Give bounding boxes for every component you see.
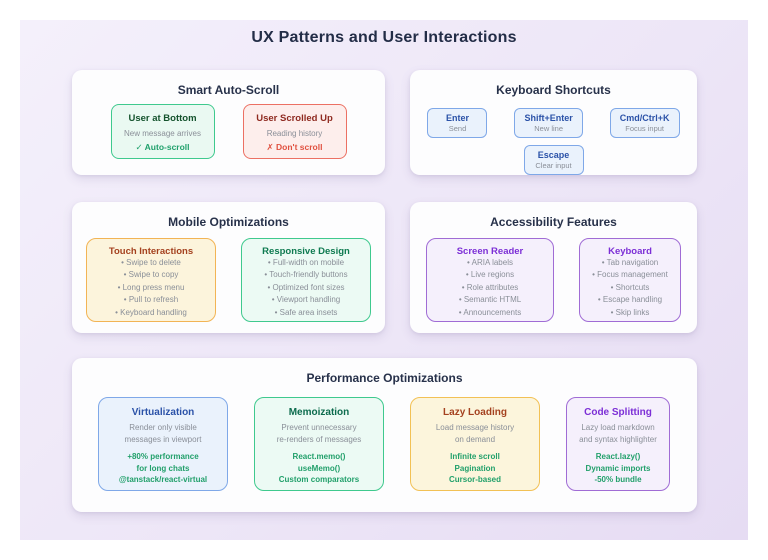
state-card-user-scrolled-up: User Scrolled Up Reading history ✗ Don't… <box>242 104 347 159</box>
card-lazy-loading: Lazy Loading Load message history on dem… <box>410 397 540 491</box>
list-item: • Announcements <box>458 307 522 317</box>
list-item: • Pull to refresh <box>123 295 179 305</box>
state-card-user-at-bottom: User at Bottom New message arrives ✓ Aut… <box>110 104 215 159</box>
mobile-cards: Touch Interactions • Swipe to delete • S… <box>72 238 385 322</box>
list-item: • Swipe to copy <box>123 270 179 280</box>
card-description: and syntax highlighter <box>579 434 657 444</box>
card-keyboard-accessibility: Keyboard • Tab navigation • Focus manage… <box>579 238 681 322</box>
list-item: • Optimized font sizes <box>267 282 345 292</box>
panel-keyboard-shortcuts: Keyboard Shortcuts Enter Send Shift+Ente… <box>410 70 697 175</box>
panel-title-smart-autoscroll: Smart Auto-Scroll <box>177 83 280 97</box>
list-item: • Escape handling <box>597 295 663 305</box>
panel-accessibility-features: Accessibility Features Screen Reader • A… <box>410 202 697 333</box>
smart-autoscroll-cards: User at Bottom New message arrives ✓ Aut… <box>72 104 385 159</box>
card-title: Lazy Loading <box>443 407 507 418</box>
list-item: • Swipe to delete <box>121 258 181 267</box>
list-item: • Viewport handling <box>271 295 341 305</box>
card-description: re-renders of messages <box>276 434 362 444</box>
state-card-event: New message arrives <box>124 129 201 138</box>
panel-mobile-optimizations: Mobile Optimizations Touch Interactions … <box>72 202 385 333</box>
card-code-splitting: Code Splitting Lazy load markdown and sy… <box>566 397 670 491</box>
panel-title-performance-optimizations: Performance Optimizations <box>306 371 463 385</box>
panel-title-keyboard-shortcuts: Keyboard Shortcuts <box>496 83 611 97</box>
list-item: • Live regions <box>465 270 515 280</box>
card-metric: for long chats <box>136 463 190 473</box>
list-item: • Full-width on mobile <box>267 258 345 267</box>
card-metric: Cursor-based <box>448 475 501 484</box>
card-title: Memoization <box>288 407 350 418</box>
card-title: Touch Interactions <box>108 246 194 257</box>
card-responsive-design: Responsive Design • Full-width on mobile… <box>241 238 371 322</box>
panel-title-mobile-optimizations: Mobile Optimizations <box>168 215 289 229</box>
card-metric: Pagination <box>454 463 496 473</box>
card-metric: useMemo() <box>297 463 341 473</box>
list-item: • Focus management <box>592 270 668 280</box>
card-screen-reader: Screen Reader • ARIA labels • Live regio… <box>426 238 554 322</box>
keycap-label: Cmd/Ctrl+K <box>619 113 670 123</box>
shortcut-row-1: Enter Send Shift+Enter New line Cmd/Ctrl… <box>410 108 697 138</box>
keycap-action: New line <box>534 124 563 133</box>
list-item: • Touch-friendly buttons <box>264 270 348 280</box>
card-description: messages in viewport <box>124 434 202 444</box>
card-touch-interactions: Touch Interactions • Swipe to delete • S… <box>86 238 216 322</box>
list-item: • Tab navigation <box>601 258 659 267</box>
card-description: Load message history <box>435 423 515 432</box>
list-item: • Long press menu <box>117 282 185 292</box>
accessibility-cards: Screen Reader • ARIA labels • Live regio… <box>410 238 697 322</box>
card-description: Prevent unnecessary <box>281 423 357 432</box>
state-card-result: ✗ Don't scroll <box>266 142 323 152</box>
keycap-action: Clear input <box>535 161 572 170</box>
keycap-escape: Escape Clear input <box>523 145 584 175</box>
state-card-title: User Scrolled Up <box>256 113 333 124</box>
performance-cards: Virtualization Render only visible messa… <box>98 397 671 491</box>
card-metric: Custom comparators <box>278 475 360 484</box>
card-metric: -50% bundle <box>594 475 642 484</box>
state-card-result: ✓ Auto-scroll <box>135 142 190 152</box>
diagram-canvas: UX Patterns and User Interactions Smart … <box>20 20 748 540</box>
panel-smart-autoscroll: Smart Auto-Scroll User at Bottom New mes… <box>72 70 385 175</box>
panel-title-accessibility-features: Accessibility Features <box>490 215 617 229</box>
list-item: • Safe area insets <box>274 307 338 317</box>
card-metric: Infinite scroll <box>450 452 500 461</box>
card-description: Lazy load markdown <box>581 423 655 432</box>
keycap-action: Focus input <box>625 124 665 133</box>
state-card-title: User at Bottom <box>128 113 197 124</box>
list-item: • ARIA labels <box>467 258 513 267</box>
card-memoization: Memoization Prevent unnecessary re-rende… <box>254 397 384 491</box>
keycap-enter: Enter Send <box>427 108 488 138</box>
card-title: Responsive Design <box>262 246 350 257</box>
keycap-cmd-ctrl-k: Cmd/Ctrl+K Focus input <box>609 108 680 138</box>
card-metric: React.memo() <box>292 452 346 461</box>
list-item: • Role attributes <box>461 282 519 292</box>
card-title: Keyboard <box>608 246 652 257</box>
card-title: Code Splitting <box>584 407 652 418</box>
keycap-label: Enter <box>445 113 469 123</box>
card-virtualization: Virtualization Render only visible messa… <box>98 397 228 491</box>
shortcut-row-2: Escape Clear input <box>410 145 697 175</box>
card-description: on demand <box>454 434 496 444</box>
keycap-shift-enter: Shift+Enter New line <box>514 108 583 138</box>
panel-performance-optimizations: Performance Optimizations Virtualization… <box>72 358 697 512</box>
card-title: Virtualization <box>131 407 195 418</box>
keycap-label: Escape <box>537 150 570 160</box>
list-item: • Keyboard handling <box>115 307 187 317</box>
diagram-title: UX Patterns and User Interactions <box>251 29 517 46</box>
card-title: Screen Reader <box>456 246 524 257</box>
card-description: Render only visible <box>129 423 197 432</box>
card-metric: @tanstack/react-virtual <box>118 475 208 484</box>
keycap-label: Shift+Enter <box>524 113 573 123</box>
card-metric: React.lazy() <box>595 452 641 461</box>
card-metric: +80% performance <box>127 452 199 461</box>
card-metric: Dynamic imports <box>585 463 651 473</box>
list-item: • Skip links <box>610 307 650 317</box>
state-card-event: Reading history <box>266 129 323 138</box>
list-item: • Shortcuts <box>610 282 650 292</box>
keycap-action: Send <box>448 124 467 133</box>
list-item: • Semantic HTML <box>458 295 522 305</box>
